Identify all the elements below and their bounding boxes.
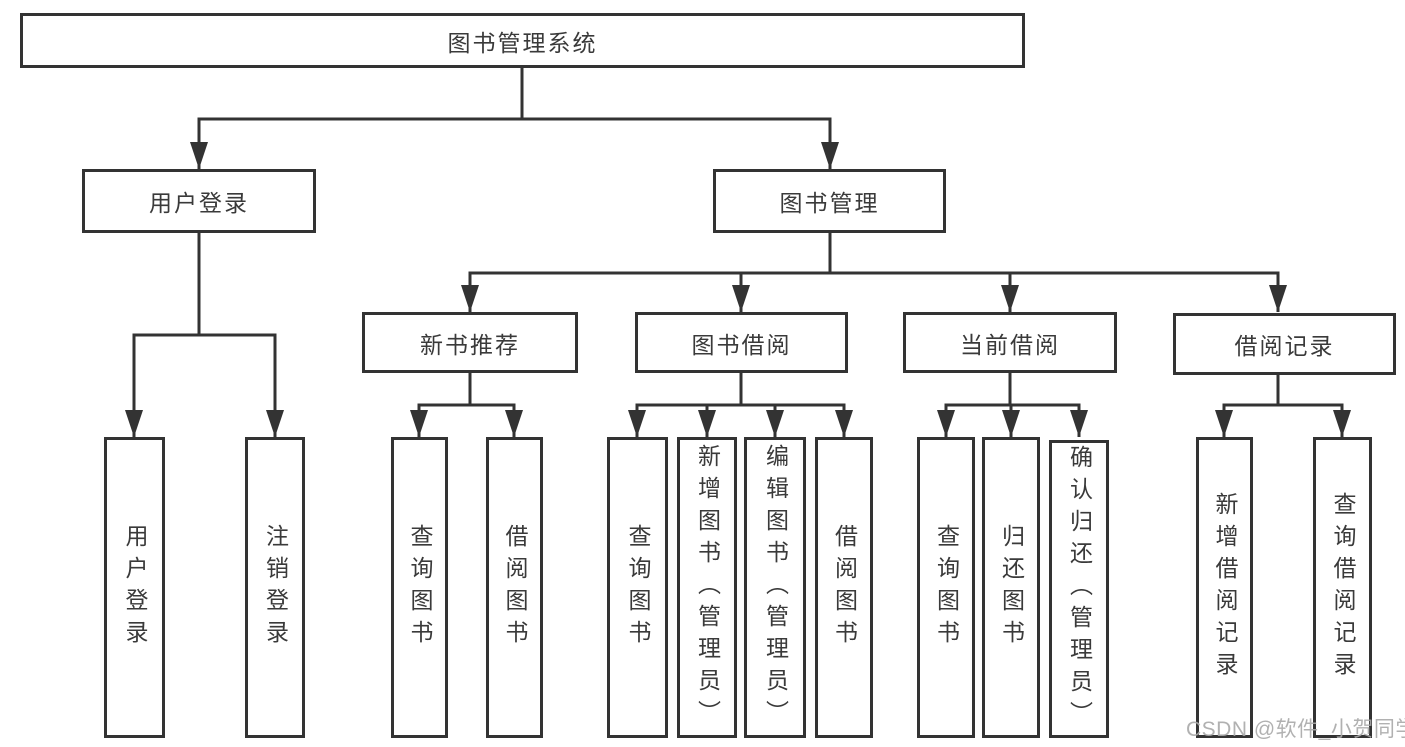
node-label: 编辑图书（管理员） (762, 443, 789, 732)
node-new-book-recommend: 新书推荐 (362, 312, 578, 373)
leaf-query-books-current: 查询图书 (917, 437, 975, 738)
leaf-borrow-books-recommend: 借阅图书 (486, 437, 543, 738)
leaf-borrow-books: 借阅图书 (815, 437, 873, 738)
node-label: 查询图书 (625, 523, 651, 652)
node-label: 新增图书（管理员） (694, 443, 721, 732)
leaf-add-books-admin: 新增图书（管理员） (677, 437, 737, 738)
node-book-borrowing: 图书借阅 (635, 312, 848, 373)
node-label: 确认归还（管理员） (1066, 445, 1093, 733)
node-label: 注销登录 (262, 523, 289, 652)
csdn-watermark: CSDN @软件_小贺同学 (1186, 718, 1405, 741)
node-label: 查询借阅记录 (1330, 491, 1356, 684)
leaf-query-borrow-record: 查询借阅记录 (1313, 437, 1372, 738)
node-label: 图书管理系统 (447, 29, 598, 56)
leaf-query-books-borrowing: 查询图书 (607, 437, 668, 738)
leaf-user-login: 用户登录 (104, 437, 165, 738)
node-label: 新增借阅记录 (1212, 491, 1238, 684)
leaf-confirm-return-admin: 确认归还（管理员） (1049, 440, 1109, 738)
node-label: 借阅记录 (1234, 333, 1335, 359)
node-book-management: 图书管理 (713, 169, 946, 233)
node-label: 借阅图书 (831, 523, 858, 652)
node-label: 查询图书 (407, 523, 433, 652)
leaf-query-books-recommend: 查询图书 (391, 437, 448, 738)
node-label: 用户登录 (122, 523, 148, 652)
leaf-return-books: 归还图书 (982, 437, 1040, 738)
node-root-library-system: 图书管理系统 (20, 13, 1025, 68)
leaf-add-borrow-record: 新增借阅记录 (1196, 437, 1253, 738)
node-label: 借阅图书 (502, 523, 528, 652)
node-borrowing-records: 借阅记录 (1173, 313, 1396, 375)
node-user-login: 用户登录 (82, 169, 316, 233)
leaf-edit-books-admin: 编辑图书（管理员） (744, 437, 806, 738)
node-label: 图书借阅 (691, 331, 792, 358)
node-label: 图书管理 (779, 190, 880, 216)
node-label: 新书推荐 (420, 331, 520, 358)
node-label: 归还图书 (998, 523, 1025, 652)
node-current-borrowing: 当前借阅 (903, 312, 1117, 373)
node-label: 当前借阅 (960, 331, 1060, 358)
leaf-logout: 注销登录 (245, 437, 305, 738)
node-label: 查询图书 (933, 523, 960, 652)
node-label: 用户登录 (149, 190, 249, 216)
